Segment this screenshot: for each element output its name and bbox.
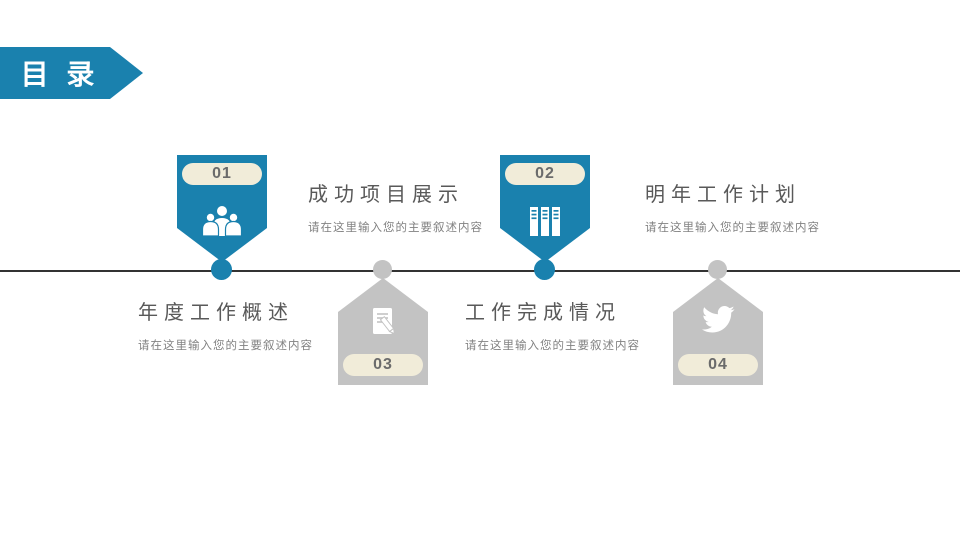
edit-document-icon [373,308,396,335]
item-02-desc: 请在这里输入您的主要叙述内容 [465,340,640,352]
timeline-line [0,270,960,272]
item-01-desc: 请在这里输入您的主要叙述内容 [138,340,313,352]
item-03-badge: 03 [343,354,423,376]
team-icon [201,206,243,237]
page-title: 目 录 [20,59,100,90]
item-04-badge: 04 [678,354,758,376]
item-04-title: 明年工作计划 [645,184,801,206]
item-01-text-block: 年度工作概述 请在这里输入您的主要叙述内容 [138,302,313,353]
item-02-title: 工作完成情况 [465,302,621,324]
timeline-dot-02 [534,259,555,280]
twitter-icon [702,306,735,333]
binders-icon [530,207,560,236]
timeline-dot-01 [211,259,232,280]
timeline-dot-04 [708,260,727,279]
toc-banner-shape [0,47,143,99]
timeline-dot-03 [373,260,392,279]
item-03-desc: 请在这里输入您的主要叙述内容 [308,222,483,234]
item-04-text-block: 明年工作计划 请在这里输入您的主要叙述内容 [645,184,820,235]
item-01-badge: 01 [182,163,262,185]
item-02-badge: 02 [505,163,585,185]
item-03-text-block: 成功项目展示 请在这里输入您的主要叙述内容 [308,184,483,235]
item-02-text-block: 工作完成情况 请在这里输入您的主要叙述内容 [465,302,640,353]
item-03-title: 成功项目展示 [308,184,464,206]
item-01-title: 年度工作概述 [138,302,294,324]
item-04-desc: 请在这里输入您的主要叙述内容 [645,222,820,234]
